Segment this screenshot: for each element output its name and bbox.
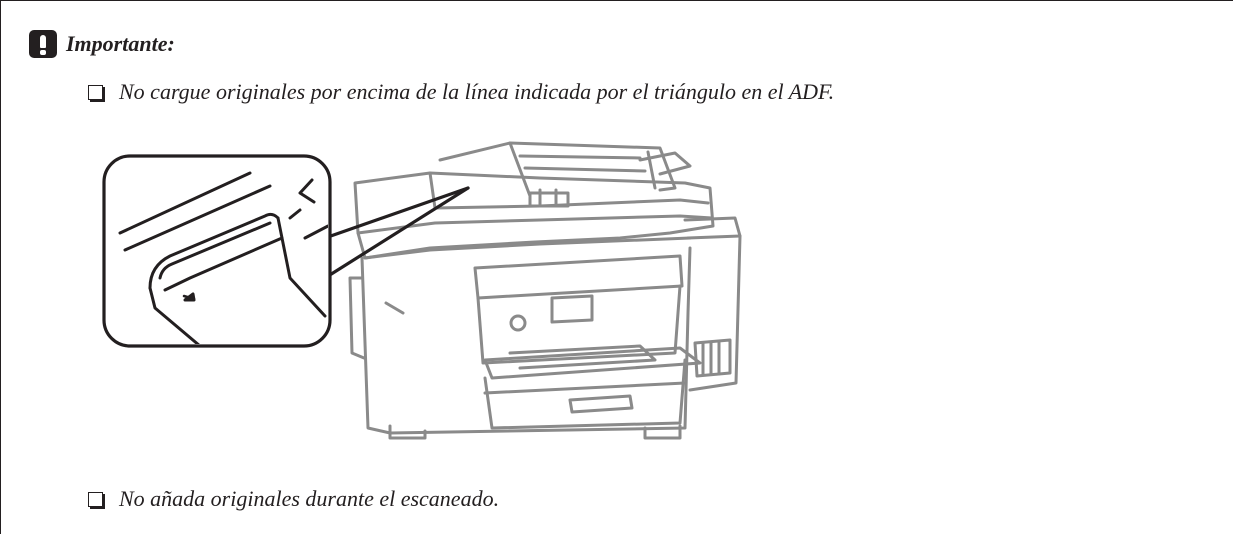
list-item-text: No añada originales durante el escaneado… bbox=[119, 486, 500, 511]
printer-adf-illustration bbox=[102, 141, 742, 440]
exclamation-icon bbox=[29, 30, 57, 58]
checkbox-bullet-icon bbox=[88, 85, 103, 100]
list-item: No añada originales durante el escaneado… bbox=[88, 485, 499, 513]
list-item-text: No cargue originales por encima de la lí… bbox=[119, 79, 835, 104]
left-rule bbox=[0, 0, 1, 534]
checkbox-bullet-icon bbox=[88, 492, 103, 507]
top-rule bbox=[0, 0, 1233, 1]
list-item: No cargue originales por encima de la lí… bbox=[88, 78, 834, 106]
notice-title: Importante: bbox=[66, 31, 175, 56]
